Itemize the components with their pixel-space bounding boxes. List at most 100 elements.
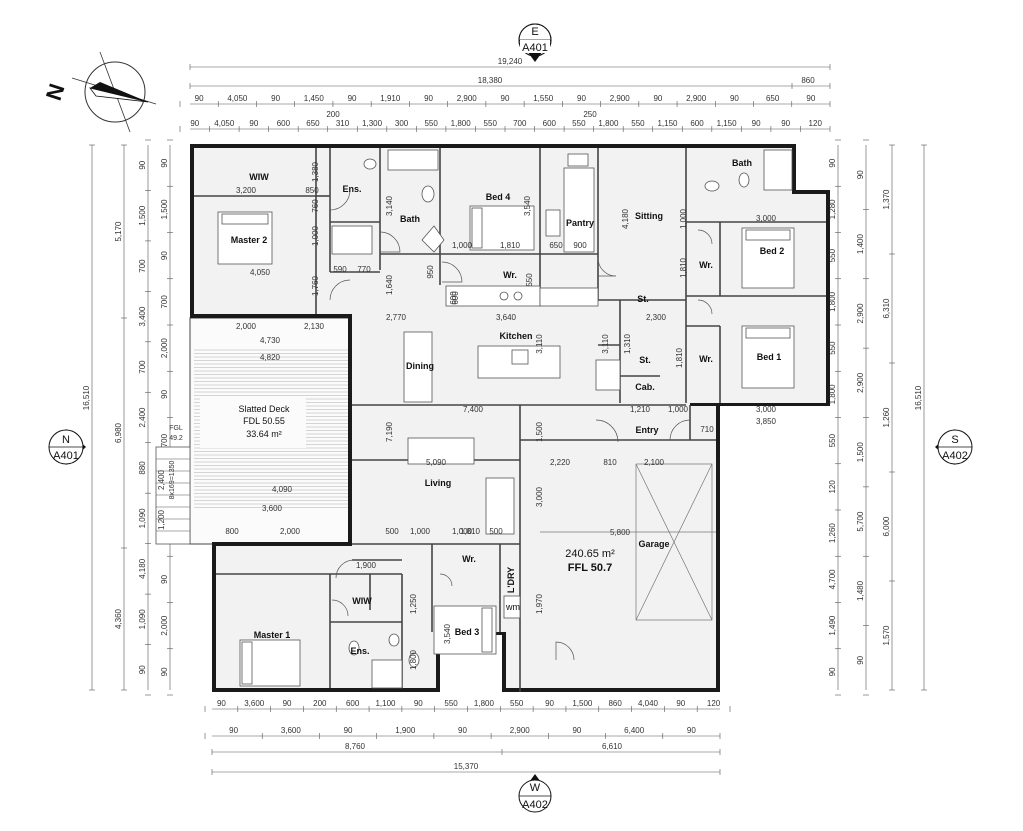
interior-dim: 810: [603, 458, 617, 467]
room-bath-right: Bath: [732, 158, 752, 168]
sink-right-icon: [704, 180, 720, 192]
dim-left-inner: 700: [138, 360, 147, 374]
dim-right-mid: 1,570: [882, 625, 891, 646]
room-master2: Master 2: [231, 235, 268, 245]
interior-dim: 770: [357, 265, 371, 274]
marker-right-sheet: A402: [942, 450, 968, 462]
fixtures: [217, 149, 795, 689]
toilet-ens-icon: [348, 640, 360, 656]
dim-top-small: 200: [326, 110, 340, 119]
interior-dim: 3,000: [535, 486, 544, 507]
stairs-steps: 8x169=1350: [169, 461, 176, 500]
dim-bottom-row2: 1,900: [395, 726, 416, 735]
interior-dim: 1,810: [500, 241, 521, 250]
dim-top-row2: 18,380: [478, 76, 503, 85]
dim-top-small: 250: [583, 110, 597, 119]
marker-left-letter: N: [62, 434, 70, 446]
interior-dim: 4,090: [272, 485, 293, 494]
room-labels: WIW Master 2 Ens. Bath Bed 4 Pantry Sitt…: [231, 158, 785, 656]
dim-top-row3: 2,900: [686, 94, 707, 103]
interior-dim: 1,000: [668, 405, 689, 414]
dim-top-overall: 19,240: [498, 57, 523, 66]
room-entry: Entry: [635, 425, 658, 435]
dim-right-mid: 6,310: [882, 298, 891, 319]
interior-dim: 1,250: [409, 593, 418, 614]
room-master1: Master 1: [254, 630, 291, 640]
dim-bottom-overall: 15,370: [454, 762, 479, 771]
dim-top-row3: 90: [271, 94, 280, 103]
dim-top-row4: 650: [306, 119, 320, 128]
toilet-bottom-icon: [408, 652, 420, 668]
interior-dim: 1,200: [157, 509, 166, 530]
interior-dim: 2,220: [550, 458, 571, 467]
marker-top-sheet: A401: [522, 42, 548, 54]
dim-top-row4: 120: [809, 119, 823, 128]
interior-dim: 650: [549, 241, 563, 250]
dim-top-row4: 1,800: [598, 119, 619, 128]
room-st1: St.: [637, 294, 649, 304]
doors: [329, 189, 713, 661]
dim-left-innermost: 90: [160, 158, 169, 167]
dim-top-row3: 90: [424, 94, 433, 103]
dim-bottom-row2: 3,600: [281, 726, 302, 735]
dim-bottom-row3: 8,760: [345, 742, 366, 751]
dim-bottom-row2: 90: [229, 726, 238, 735]
pantry-shelves: [563, 167, 595, 253]
sofa-icon: [407, 437, 475, 465]
dim-bottom-row1: 90: [676, 699, 685, 708]
floor-level: FFL 50.7: [568, 562, 612, 574]
interior-dim: 3,140: [385, 195, 394, 216]
dim-right-inner: 90: [856, 170, 865, 179]
area-summary: 240.65 m² FFL 50.7: [565, 548, 615, 574]
interior-dim: 1,000: [311, 225, 320, 246]
interior-dim: 3,640: [496, 313, 517, 322]
dim-left-inner: 2,400: [138, 407, 147, 428]
dim-bottom-row2: 2,900: [510, 726, 531, 735]
dim-left-inner: 1,090: [138, 508, 147, 529]
north-label: N: [41, 81, 70, 104]
interior-dim: 590: [333, 265, 347, 274]
dim-top-row3: 4,050: [227, 94, 248, 103]
dim-bottom-row1: 550: [510, 699, 524, 708]
dim-bottom-row1: 90: [414, 699, 423, 708]
deck-title: Slatted Deck: [238, 404, 290, 414]
shower-icon: [331, 225, 373, 255]
dim-right-innermost: 1,280: [828, 199, 837, 220]
dim-top-row4: 90: [752, 119, 761, 128]
dim-bottom-row2: 90: [458, 726, 467, 735]
kitchen-sink-icon: [511, 349, 529, 365]
interior-dim: 3,000: [756, 405, 777, 414]
room-garage: Garage: [638, 539, 669, 549]
room-kitchen: Kitchen: [499, 331, 532, 341]
dim-left-innermost: 90: [160, 667, 169, 676]
dim-top-row3: 90: [195, 94, 204, 103]
dim-top-row4: 550: [424, 119, 438, 128]
dim-right-innermost: 1,800: [828, 291, 837, 312]
armchair-icon: [485, 477, 515, 535]
interior-dim: 1,640: [385, 274, 394, 295]
dim-right-innermost: 120: [828, 480, 837, 494]
dim-top-row3: 2,900: [457, 94, 478, 103]
dim-bottom-row1: 3,600: [244, 699, 265, 708]
interior-dim: 3,000: [756, 214, 777, 223]
dim-top-row4: 1,150: [717, 119, 738, 128]
stairs-fgl-value: 49.2: [169, 435, 183, 442]
dim-left-innermost: 90: [160, 251, 169, 260]
dim-right-inner: 2,900: [856, 303, 865, 324]
dim-top-row3: 90: [730, 94, 739, 103]
dim-right-inner: 5,700: [856, 511, 865, 532]
interior-dim: 4,730: [260, 336, 281, 345]
deck-level: FDL 50.55: [243, 416, 285, 426]
interior-dim: 1,000: [410, 527, 431, 536]
dim-left-inner: 700: [138, 259, 147, 273]
dim-left-inner: 90: [138, 665, 147, 674]
room-bed2: Bed 2: [760, 246, 785, 256]
interior-dim: 5,090: [426, 458, 447, 467]
dim-top-row3: 90: [348, 94, 357, 103]
dim-right-innermost: 1,260: [828, 523, 837, 544]
dim-left-mid: 4,360: [114, 608, 123, 629]
dim-right-innermost: 550: [828, 341, 837, 355]
dim-top-row3: 90: [806, 94, 815, 103]
dining-table: [403, 331, 433, 403]
dim-right-innermost: 1,490: [828, 615, 837, 636]
